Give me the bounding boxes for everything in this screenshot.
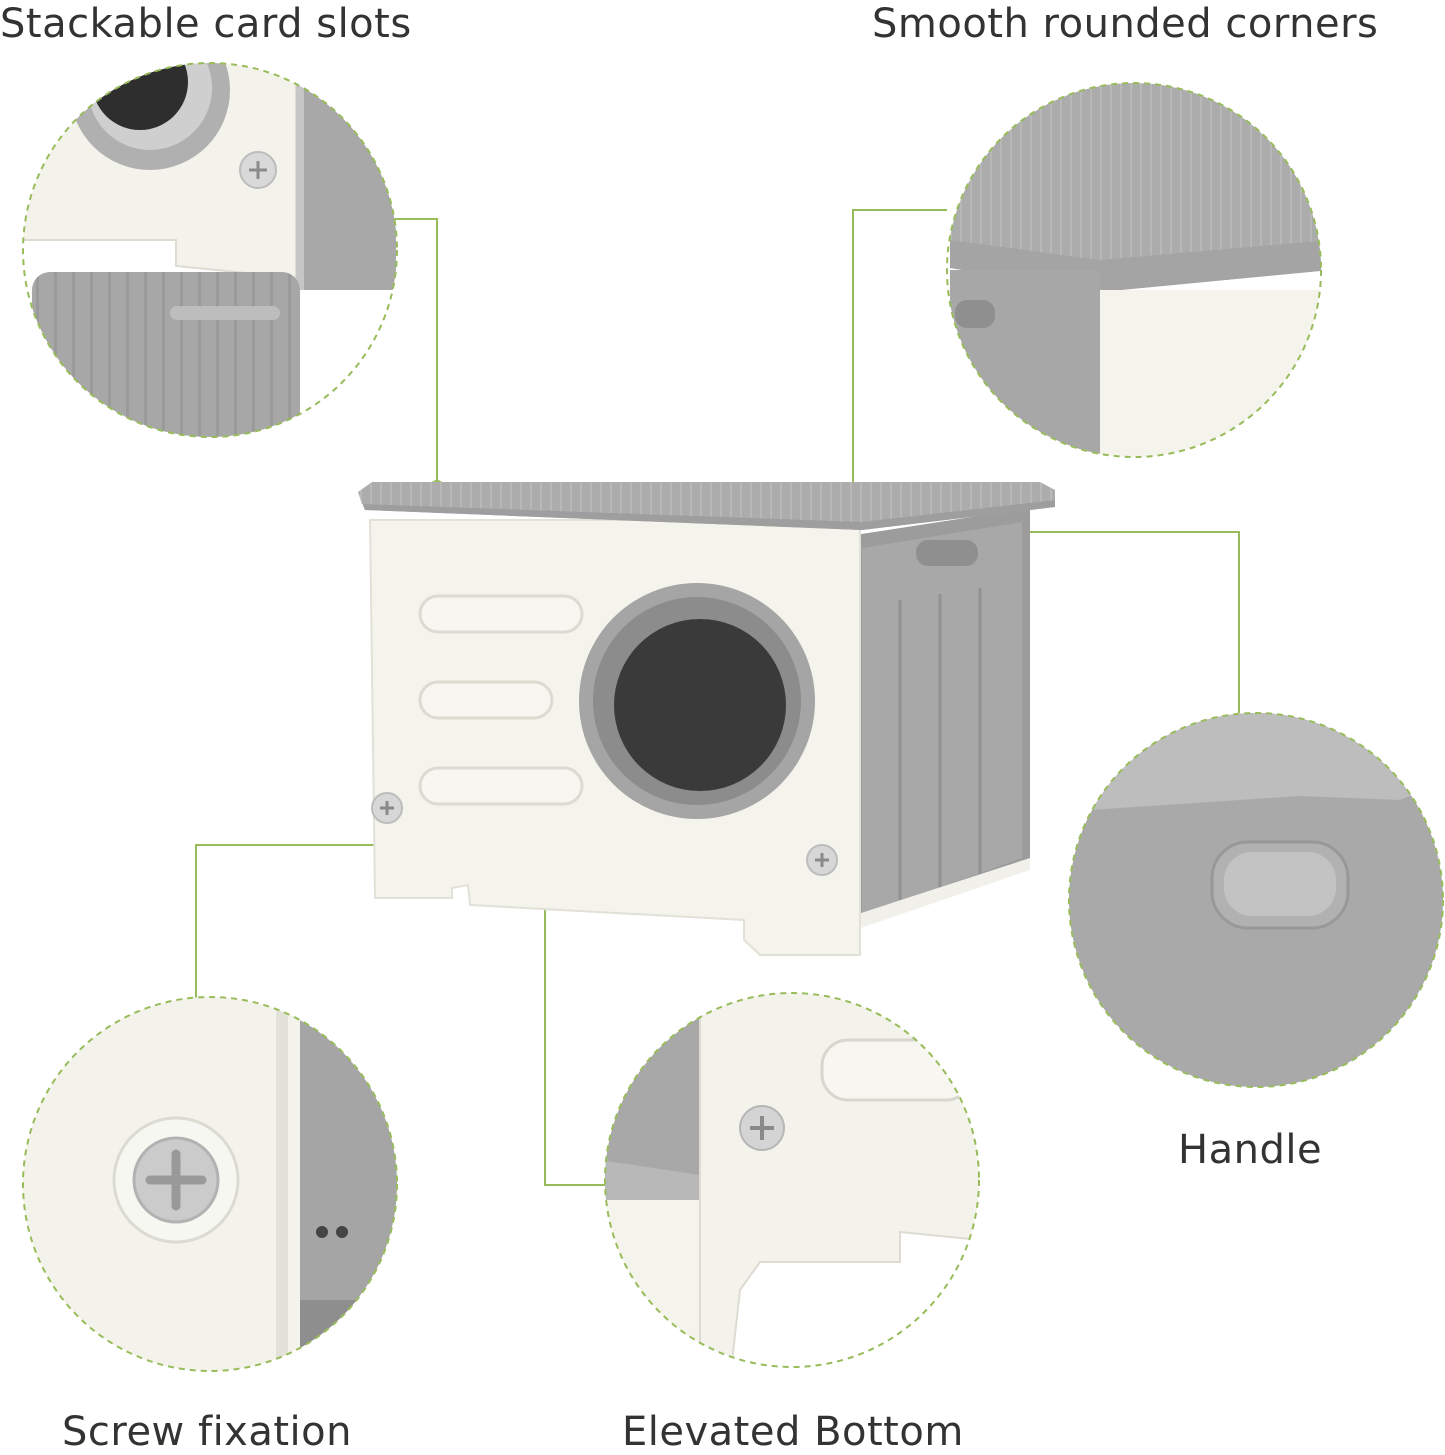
detail-elevated-bottom: [604, 992, 980, 1368]
detail-rounded-corners: [946, 82, 1322, 458]
detail-handle: [1068, 712, 1444, 1088]
cat-house: [358, 482, 1055, 956]
label-stackable-card-slots: Stackable card slots: [0, 1, 412, 47]
label-handle: Handle: [1178, 1127, 1323, 1173]
label-elevated-bottom: Elevated Bottom: [622, 1409, 964, 1455]
detail-screw: [22, 996, 398, 1372]
detail-stackable: [22, 62, 398, 438]
label-smooth-rounded-corners: Smooth rounded corners: [872, 1, 1379, 47]
label-screw-fixation: Screw fixation: [62, 1409, 352, 1455]
connector-lines: [195, 209, 1240, 1186]
